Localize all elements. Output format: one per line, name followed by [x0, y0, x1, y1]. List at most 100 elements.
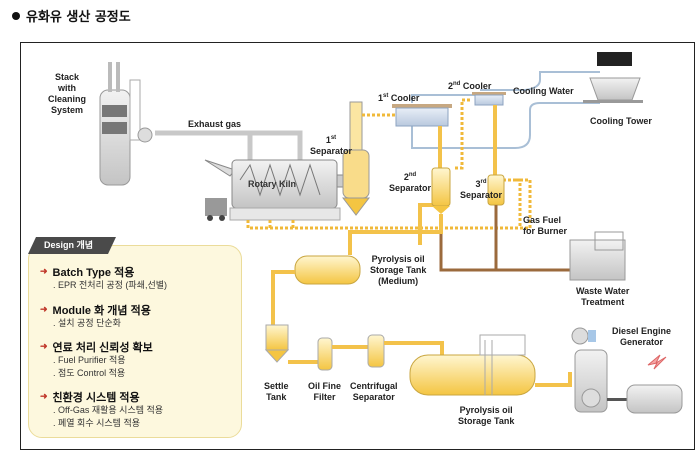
label-text: Cooler [462, 81, 492, 91]
label-line: Oil Fine [308, 381, 342, 391]
diagram-frame [20, 42, 695, 450]
label-line: Treatment [581, 297, 625, 307]
bullet-icon [12, 11, 20, 20]
label-stack-line: with [58, 83, 76, 93]
label-text: Cooler [390, 93, 420, 103]
label-oil-fine-filter: Oil Fine Filter [308, 381, 341, 403]
label-diesel-generator: Diesel Engine Generator [612, 326, 671, 348]
ordinal: 2 [403, 172, 409, 182]
label-stack-line: System [50, 105, 84, 115]
design-section-heading: Module 화 개념 적용 [52, 304, 151, 317]
label-centrifugal-separator: Centrifugal Separator [350, 381, 398, 403]
label-line: Centrifugal [350, 381, 398, 391]
label-line: Generator [620, 337, 664, 347]
design-concept-tab: Design 개념 [28, 237, 116, 254]
label-gas-fuel: Gas Fuel for Burner [523, 215, 567, 237]
ordinal-suffix: nd [453, 81, 461, 87]
label-line: Pyrolysis oil [459, 405, 513, 415]
oil-line-settle [271, 270, 295, 325]
cooling-water-loop [411, 71, 600, 149]
ordinal: 1 [378, 93, 384, 103]
design-section-heading: Batch Type 적용 [52, 266, 135, 279]
label-cooling-water: Cooling Water [513, 86, 574, 96]
separator-2 [431, 167, 451, 214]
label-line: Settle [264, 381, 289, 391]
settle-tank [264, 324, 290, 363]
oil-fine-filter [317, 337, 333, 371]
design-section: ➜ Module 화 개념 적용 . 설치 공정 단순화 [40, 302, 151, 330]
ordinal: 3 [475, 179, 481, 189]
arrow-bullet-icon: ➜ [40, 391, 48, 401]
storage-tank [409, 334, 536, 396]
ordinal-suffix: st [383, 93, 389, 99]
label-rotary-kiln: Rotary Kiln [248, 179, 297, 189]
label-text: Separator [389, 183, 432, 193]
label-stack-line: Cleaning [48, 94, 87, 104]
label-line: Filter [313, 392, 336, 402]
label-line: Storage Tank [458, 416, 515, 426]
ordinal-suffix: st [330, 135, 337, 141]
ordinal: 2 [448, 81, 454, 91]
diesel-engine-generator [571, 327, 683, 414]
label-waste-water: Waste Water Treatment [576, 286, 629, 308]
label-storage-medium: Pyrolysis oil Storage Tank (Medium) [370, 254, 426, 287]
label-cooling-tower: Cooling Tower [590, 116, 652, 126]
design-item: . Fuel Purifier 적용 [53, 355, 126, 365]
design-concept-box [28, 245, 242, 438]
gas-lines-2 [455, 98, 522, 228]
design-item: . 설치 공정 단순화 [53, 318, 121, 328]
separator-1 [341, 101, 371, 216]
design-section: ➜ 친환경 시스템 적용 . Off-Gas 재활용 시스템 적용 . 폐열 회수… [40, 389, 163, 430]
label-cooler-2: 2nd Cooler [448, 79, 491, 92]
label-line: (Medium) [378, 276, 419, 286]
label-cooler-1: 1st Cooler [378, 91, 419, 104]
label-line: for Burner [523, 226, 568, 236]
exhaust-pipe [155, 130, 303, 160]
label-stack-line: Stack [54, 72, 80, 82]
label-stack: Stack with Cleaning System [48, 72, 86, 116]
ordinal-suffix: rd [480, 179, 487, 185]
label-line: Diesel Engine [612, 326, 672, 336]
label-text: Separator [460, 190, 503, 200]
design-section: ➜ Batch Type 적용 . EPR 전처리 공정 (파쇄,선별) [40, 264, 167, 292]
waste-water-plant [569, 231, 626, 281]
label-separator-3: 3rd Separator [460, 177, 502, 201]
label-exhaust-gas: Exhaust gas [188, 119, 242, 129]
label-line: Gas Fuel [523, 215, 562, 225]
label-text: Separator [310, 146, 353, 156]
design-item: . Off-Gas 재활용 시스템 적용 [53, 405, 164, 415]
forklift-icon [205, 198, 227, 221]
label-line: Waste Water [576, 286, 630, 296]
label-separator-1: 1st Separator [310, 133, 352, 157]
cooling-tower [583, 52, 643, 103]
ordinal-suffix: nd [408, 172, 417, 178]
oil-line-storage [384, 341, 444, 356]
label-line: Storage Tank [370, 265, 427, 275]
arrow-bullet-icon: ➜ [40, 341, 48, 351]
page-title-text: 유화유 생산 공정도 [26, 10, 131, 25]
design-section-heading: 친환경 시스템 적용 [52, 391, 140, 404]
arrow-bullet-icon: ➜ [40, 266, 48, 276]
label-line: Pyrolysis oil [371, 254, 425, 264]
ordinal: 1 [325, 135, 331, 145]
oil-line-generator [535, 372, 572, 387]
design-section: ➜ 연료 처리 신뢰성 확보 . Fuel Purifier 적용 . 점도 Co… [40, 339, 153, 380]
design-item: . EPR 전처리 공정 (파쇄,선별) [53, 280, 168, 290]
cooler-1 [392, 104, 452, 127]
design-item: . 폐열 회수 시스템 적용 [53, 418, 141, 428]
design-item: . 점도 Control 적용 [53, 368, 126, 378]
arrow-bullet-icon: ➜ [40, 304, 48, 314]
label-separator-2: 2nd Separator [389, 170, 431, 194]
centrifugal-separator [367, 334, 385, 368]
stack-cleaning-system [99, 62, 153, 186]
design-section-heading: 연료 처리 신뢰성 확보 [52, 341, 153, 354]
storage-tank-medium [294, 255, 361, 285]
cooler-2 [472, 92, 506, 106]
kiln-oil-line [246, 178, 532, 230]
oil-line-medium [348, 214, 443, 255]
rotary-kiln [204, 159, 358, 221]
label-line: Tank [266, 392, 287, 402]
label-storage-tank: Pyrolysis oil Storage Tank [458, 405, 514, 427]
label-settle-tank: Settle Tank [264, 381, 289, 403]
